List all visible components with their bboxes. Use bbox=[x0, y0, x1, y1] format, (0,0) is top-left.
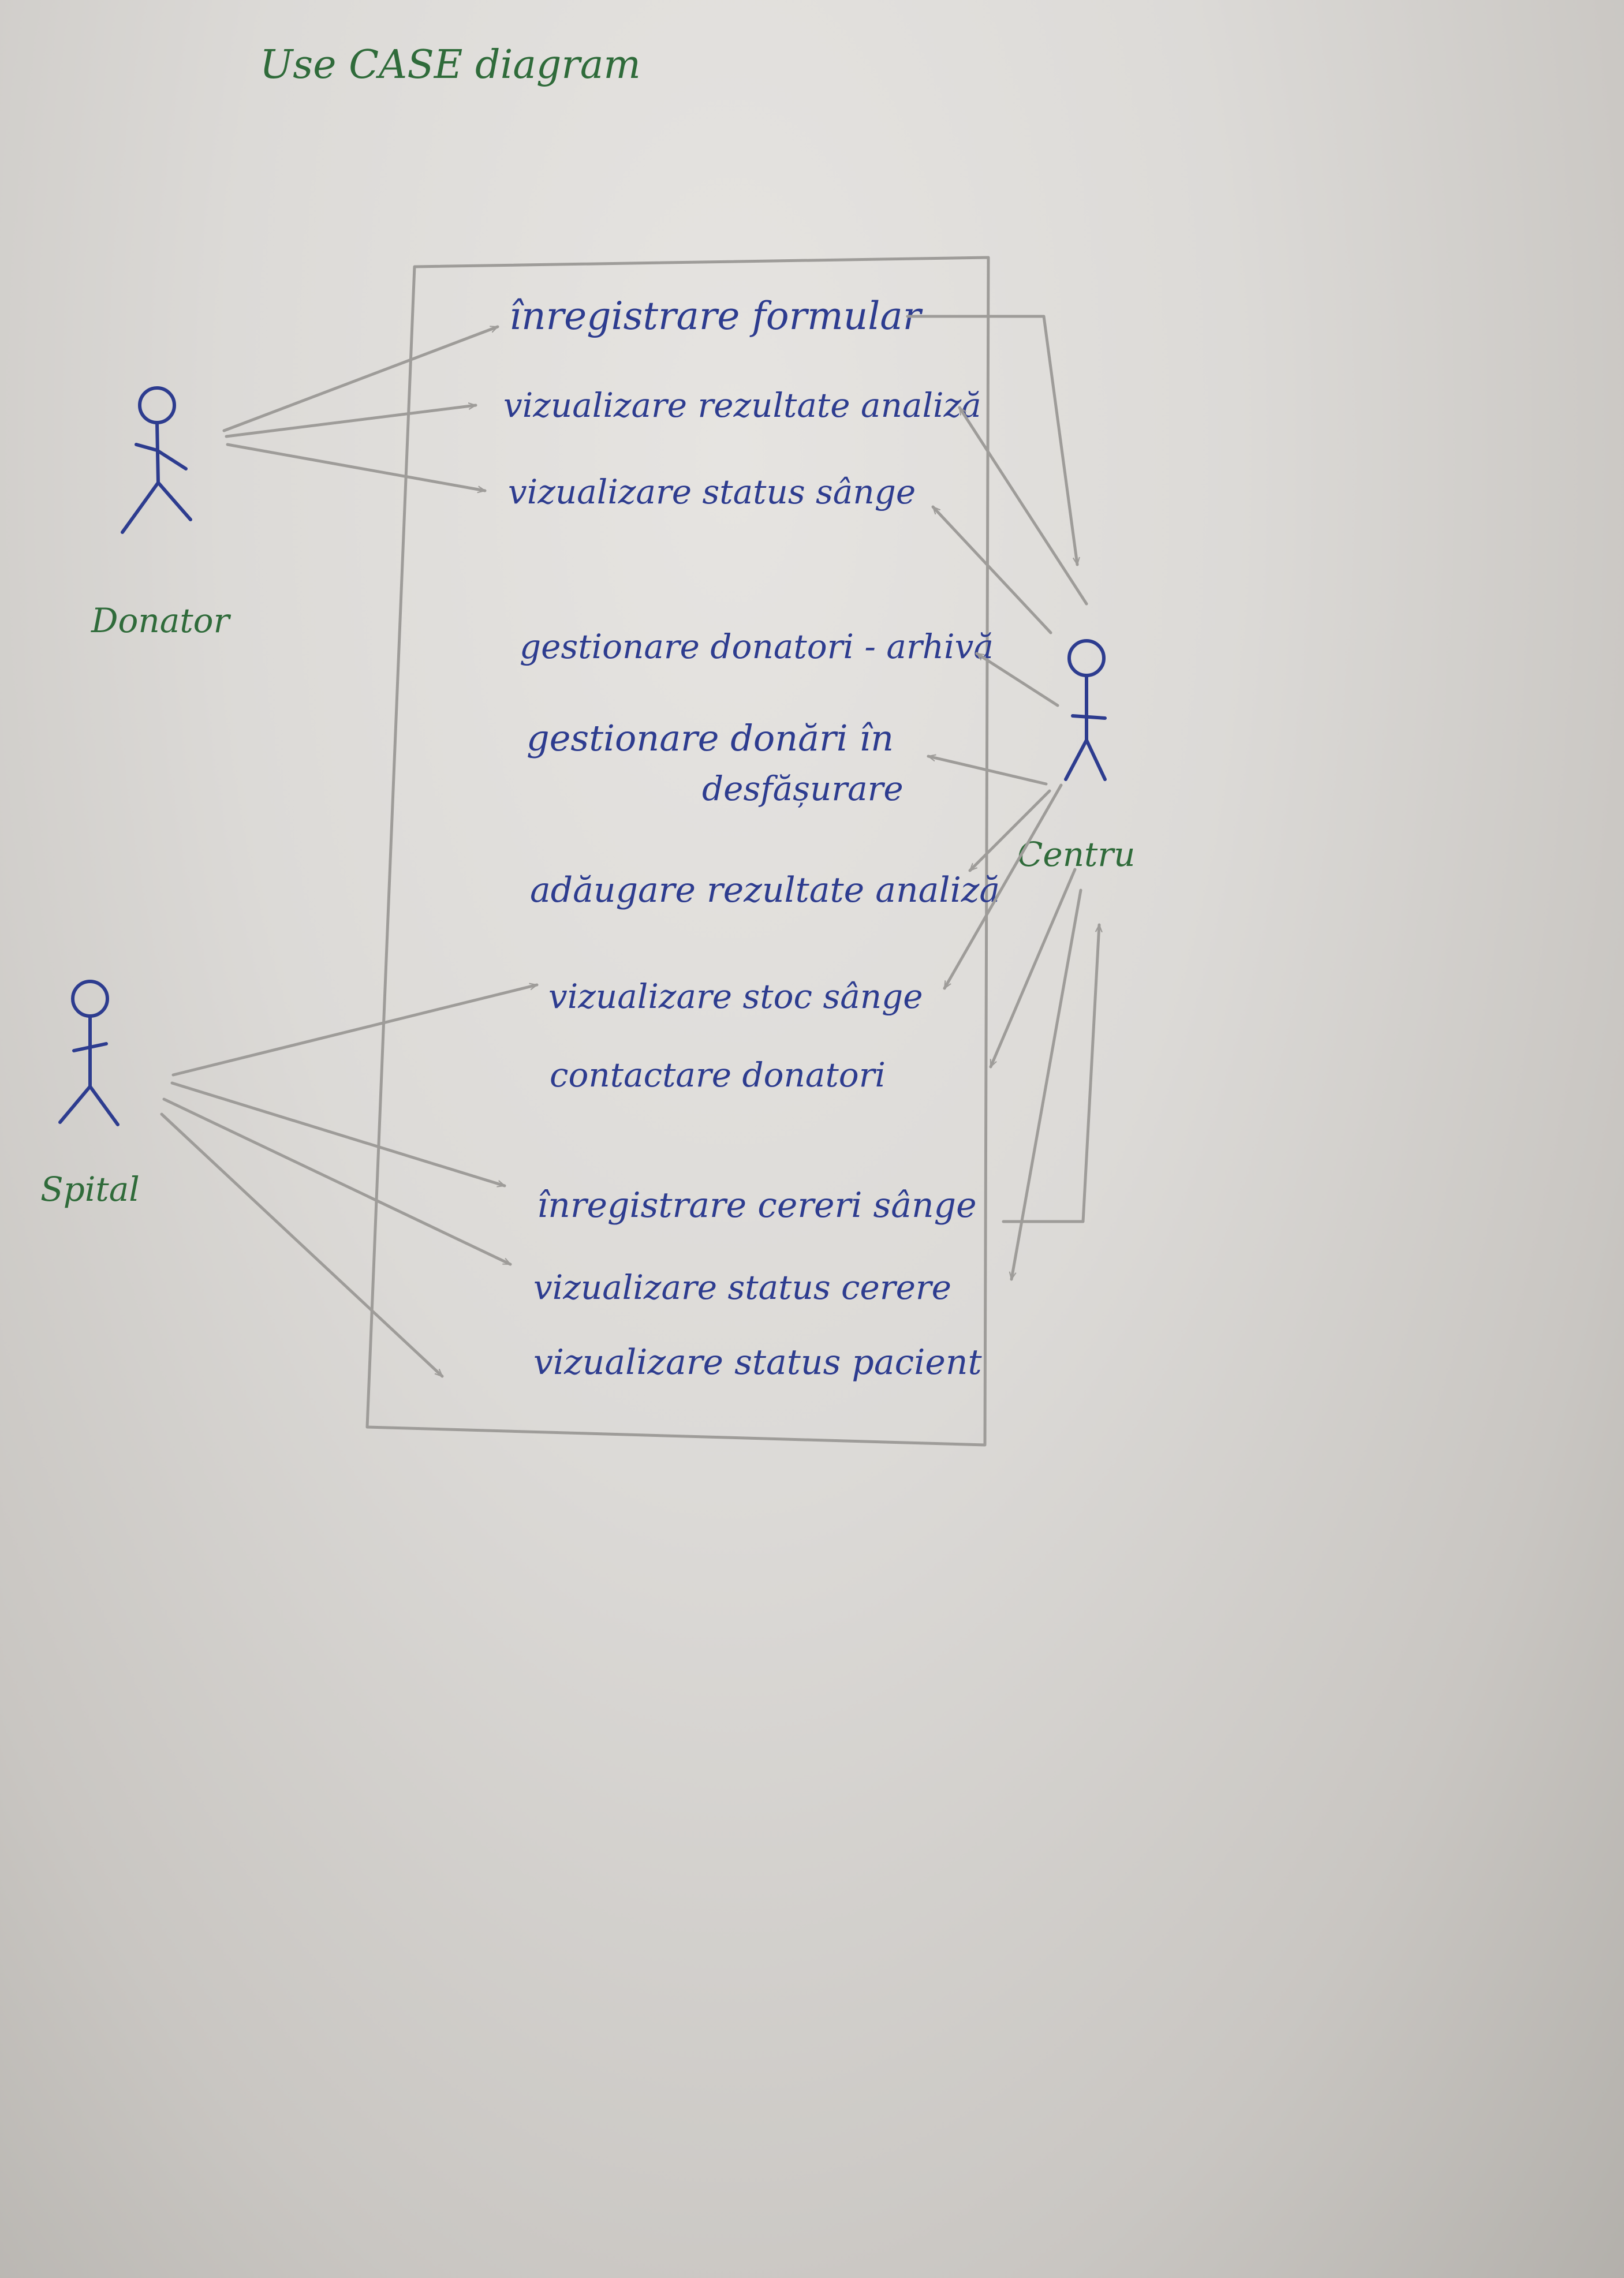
actor-label-spital: Spital bbox=[40, 1170, 140, 1209]
arrow-spital-vizualizare-stoc bbox=[171, 985, 537, 1077]
arrow-centru-gestionare-donatori bbox=[975, 652, 1059, 707]
arrow-donator-vizualizare-status-sange bbox=[226, 443, 485, 491]
use-case-vizualizare-stoc-sange: vizualizare stoc sânge bbox=[548, 977, 923, 1016]
use-case-inregistrare-formular: înregistrare formular bbox=[509, 294, 923, 338]
actor-label-donator: Donator bbox=[91, 601, 232, 640]
use-case-gestionare-donatori-arhiva: gestionare donatori - arhivă bbox=[520, 627, 994, 666]
arrow-spital-inregistrare-cereri bbox=[170, 1081, 506, 1186]
use-case-gestionare-donari-line2: desfășurare bbox=[702, 769, 904, 808]
use-case-vizualizare-status-pacient: vizualizare status pacient bbox=[533, 1342, 983, 1383]
arrow-centru-vizualizare-stoc bbox=[943, 783, 1063, 990]
actor-centru: Centru bbox=[1017, 639, 1135, 874]
actor-spital: Spital bbox=[40, 980, 140, 1209]
use-case-contactare-donatori: contactare donatori bbox=[550, 1055, 886, 1095]
arrow-spital-status-pacient bbox=[160, 1112, 444, 1378]
arrow-centru-vizualizare-status-sange bbox=[931, 505, 1052, 634]
use-case-list: înregistrare formular vizualizare rezult… bbox=[503, 294, 1000, 1383]
use-case-vizualizare-rezultate-analiza: vizualizare rezultate analiză bbox=[503, 386, 981, 425]
diagram-title: Use CASE diagram bbox=[260, 42, 641, 88]
arrow-spital-status-cerere bbox=[162, 1097, 512, 1266]
centru-associations bbox=[906, 315, 1099, 1279]
stick-figure-icon bbox=[58, 980, 120, 1126]
arrow-cereri-to-centru bbox=[1002, 923, 1099, 1223]
use-case-vizualizare-status-cerere: vizualizare status cerere bbox=[533, 1268, 951, 1307]
arrow-centru-status-cerere bbox=[1011, 888, 1082, 1279]
arrow-donator-inregistrare-formular bbox=[222, 325, 499, 432]
system-boundary bbox=[365, 256, 990, 1447]
donator-associations bbox=[222, 325, 499, 491]
arrow-centru-contactare-donatori bbox=[989, 868, 1077, 1069]
use-case-gestionare-donari-line1: gestionare donări în bbox=[527, 717, 894, 759]
arrow-formular-to-centru bbox=[906, 315, 1077, 566]
use-case-inregistrare-cereri-sange: înregistrare cereri sânge bbox=[537, 1185, 977, 1226]
actor-label-centru: Centru bbox=[1017, 835, 1135, 874]
spital-associations bbox=[160, 985, 537, 1378]
stick-figure-icon bbox=[1064, 639, 1107, 781]
arrow-donator-vizualizare-rezultate bbox=[225, 405, 477, 438]
use-case-adaugare-rezultate-analiza: adăugare rezultate analiză bbox=[530, 870, 1000, 910]
use-case-vizualizare-status-sange: vizualizare status sânge bbox=[508, 472, 916, 511]
arrow-centru-vizualizare-rezultate bbox=[958, 406, 1088, 606]
arrow-centru-adaugare-rezultate bbox=[968, 789, 1051, 872]
arrow-centru-gestionare-donari bbox=[928, 756, 1048, 786]
actor-donator: Donator bbox=[91, 386, 232, 640]
stick-figure-icon bbox=[121, 386, 192, 534]
